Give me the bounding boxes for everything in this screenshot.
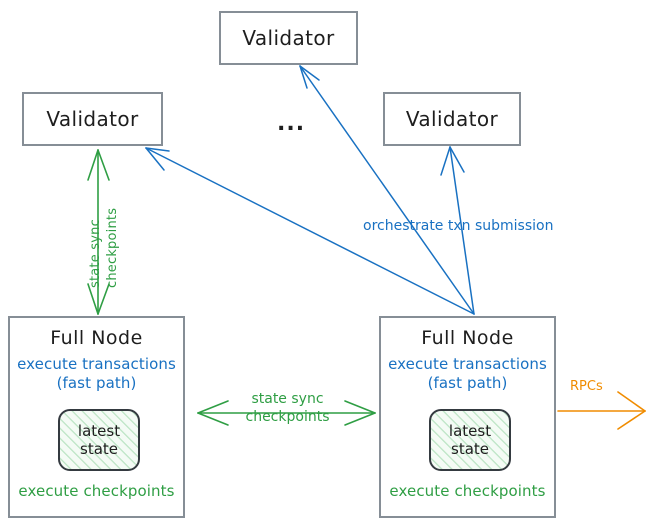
validator-left-label: Validator [46,107,139,131]
state-sync-vertical-label-line1: state sync [88,219,103,288]
fullnode-right-blue-text: execute transactions (fast path) [388,355,547,393]
state-sync-vertical-label-line2: checkpoints [105,207,120,288]
fullnode-right-box[interactable]: Full Node execute transactions (fast pat… [379,316,556,518]
fullnode-right-blue-line1: execute transactions [388,355,547,373]
fullnode-left-box[interactable]: Full Node execute transactions (fast pat… [8,316,185,518]
validator-right-box[interactable]: Validator [383,92,521,146]
validator-top-label: Validator [242,26,335,50]
orchestrate-txn-submission-label: orchestrate txn submission [363,218,554,234]
fullnode-left-title: Full Node [50,327,143,349]
fullnode-left-green-footer: execute checkpoints [18,482,175,500]
fullnode-right-latest-state-box[interactable]: latest state [429,409,511,471]
validator-left-box[interactable]: Validator [22,92,163,146]
fullnode-left-latest-state-box[interactable]: latest state [58,409,140,471]
fullnode-right-state-line1: latest [448,422,492,440]
validator-top-box[interactable]: Validator [219,11,358,65]
fullnode-left-state-line1: latest [77,422,121,440]
fullnode-right-state-line2: state [451,440,489,458]
fullnode-left-blue-line1: execute transactions [17,355,176,373]
validator-right-label: Validator [405,107,499,131]
edge-rpcs [557,391,646,430]
state-sync-horizontal-line1: state sync [251,391,324,407]
fullnode-left-state-line2: state [80,440,118,458]
fullnode-right-blue-line2: (fast path) [427,373,508,392]
validators-ellipsis: ... [277,111,306,136]
fullnode-right-green-footer: execute checkpoints [389,482,546,500]
state-sync-horizontal-line2: checkpoints [245,408,330,425]
fullnode-right-title: Full Node [421,327,514,349]
fullnode-left-blue-text: execute transactions (fast path) [17,355,176,393]
fullnode-left-blue-line2: (fast path) [56,373,137,392]
state-sync-horizontal-label: state sync checkpoints [230,391,345,426]
rpcs-label: RPCs [570,379,603,394]
